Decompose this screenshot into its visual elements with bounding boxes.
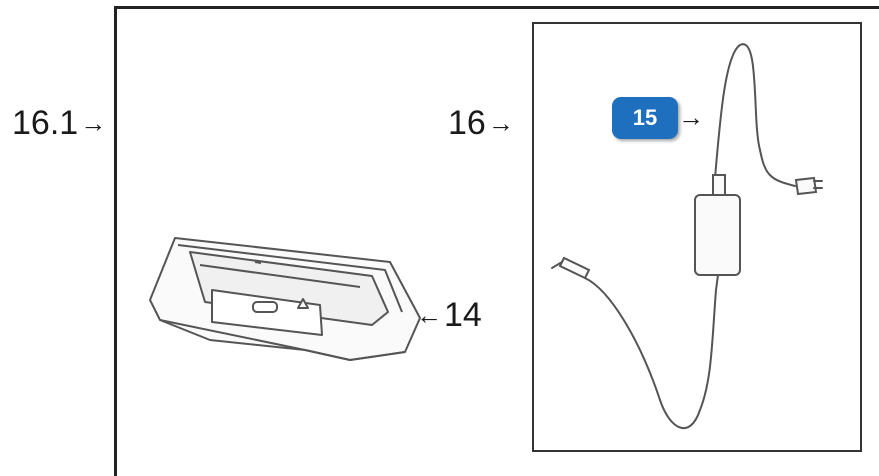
power-supply-frame: [532, 22, 862, 452]
power-supply: [551, 43, 823, 430]
arrow-left-icon: ←: [416, 300, 442, 330]
charging-cradle: [149, 237, 421, 361]
arrow-right-icon: →: [80, 108, 107, 138]
outer-frame: [114, 6, 879, 476]
callout-16-1: 16.1 →: [12, 106, 108, 140]
callout-16-label: 16: [448, 104, 486, 142]
callout-14-label: 14: [444, 296, 482, 334]
item-15-badge: 15: [612, 97, 678, 139]
arrow-right-icon: →: [678, 102, 704, 132]
callout-16: 16 →: [448, 106, 516, 140]
illustration: [149, 43, 823, 430]
arrow-right-icon: →: [487, 108, 514, 138]
callout-16-1-label: 16.1: [12, 104, 79, 142]
item-15-pointer: →: [676, 104, 706, 130]
callout-14: ← 14: [414, 298, 482, 332]
